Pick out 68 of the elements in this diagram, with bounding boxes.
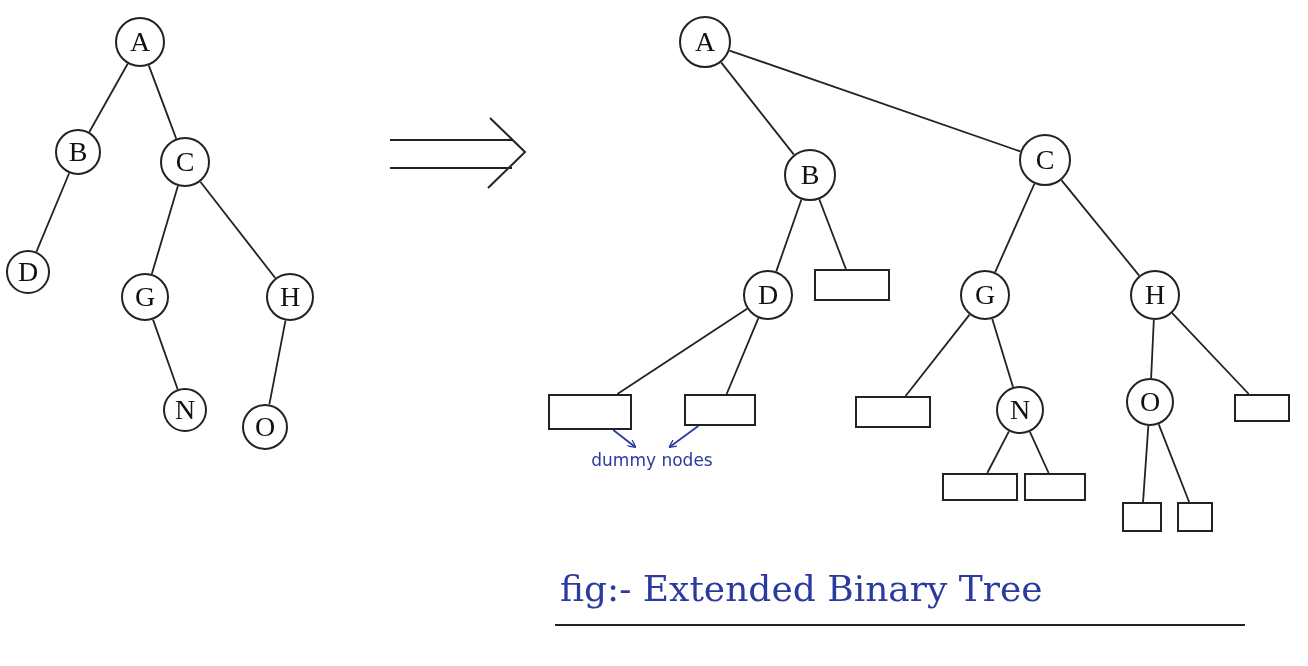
tree-node-circle [679,16,731,68]
node-letter: O [254,413,276,441]
node-letter: H [279,283,301,311]
dummy-node-box [548,394,632,430]
tree-node-circle [160,137,210,187]
tree-node-circle [1130,270,1180,320]
node-letter: D [17,258,39,286]
tree-edge [986,430,1010,474]
tree-node-circle [996,386,1044,434]
tree-edge [88,62,129,133]
node-letter: G [974,281,996,309]
dummy-node-box [1122,502,1162,532]
node-letter: N [1009,396,1031,424]
node-letter: H [1144,281,1166,309]
dummy-node-box [942,473,1018,501]
dummy-node-box [1024,473,1086,501]
node-letter: C [175,148,195,176]
dummy-node-box [855,396,931,428]
leader-arrow [612,429,637,449]
dummy-node-box [1234,394,1290,422]
tree-node-circle [121,273,169,321]
dummy-node-box [1177,502,1213,532]
tree-edge [147,64,178,140]
tree-edge [1157,423,1191,503]
tree-node-circle [1126,378,1174,426]
tree-edge [1029,430,1050,474]
tree-node-circle [266,273,314,321]
tree-node-circle [163,388,207,432]
tree-edge [35,172,71,253]
tree-node-circle [784,149,836,201]
tree-edge [1060,179,1141,277]
tree-edge [818,198,847,270]
tree-node-circle [242,404,288,450]
tree-edge [268,319,287,406]
node-letter: D [757,281,779,309]
tree-edge [720,61,795,156]
tree-edge [775,198,803,273]
dummy-node-box [684,394,756,426]
tree-edge [991,318,1014,388]
node-letter: B [800,161,820,189]
tree-edge [616,307,748,395]
node-letter: A [129,28,151,56]
tree-edge [725,317,760,395]
tree-node-circle [55,129,101,175]
node-letter: B [68,138,88,166]
node-letter: C [1035,146,1055,174]
dummy-node-box [814,269,890,301]
tree-edge [904,313,971,397]
node-letter: A [694,28,716,56]
tree-node-circle [115,17,165,67]
leader-arrow [668,425,700,449]
annotation-text: dummy nodes [591,451,713,469]
figure-caption: fig:- Extended Binary Tree [560,568,1043,609]
node-letter: N [174,396,196,424]
tree-edge [1142,425,1150,503]
node-letter: O [1139,388,1161,416]
tree-edge [728,49,1022,153]
tree-edge [152,318,179,391]
tree-edge [150,185,179,275]
tree-node-circle [1019,134,1071,186]
tree-node-circle [960,270,1010,320]
tree-edge [994,182,1036,274]
tree-node-circle [743,270,793,320]
tree-edge [1171,312,1250,395]
tree-node-circle [6,250,50,294]
node-letter: G [134,283,156,311]
tree-edge [1150,319,1155,379]
tree-edge [199,180,277,279]
